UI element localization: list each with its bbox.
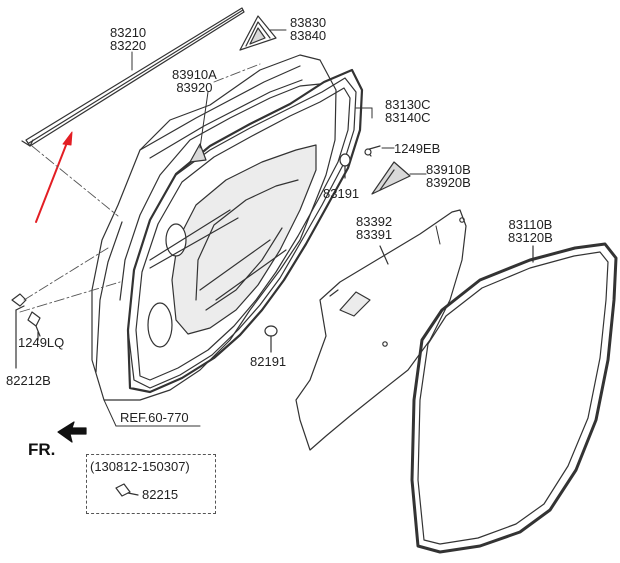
plug-part xyxy=(264,325,278,353)
box-part-icon xyxy=(115,483,139,497)
leader-lines xyxy=(103,29,441,427)
label-line: 83110B xyxy=(508,217,553,232)
label-line: 83120B xyxy=(508,230,553,245)
label-line: 83130C xyxy=(385,97,431,112)
label-trim-cover: 83392 83391 xyxy=(356,215,392,241)
door-frame-seal xyxy=(126,68,364,394)
label-box-part: 82215 xyxy=(142,487,179,502)
trim-cover-part xyxy=(295,209,467,451)
label-line: 83220 xyxy=(110,38,147,53)
label-plug: 82191 xyxy=(250,354,287,369)
label-line: 83910B xyxy=(426,162,471,177)
label-line: 83210 xyxy=(110,25,147,40)
guide-lines xyxy=(19,63,261,313)
label-line: 83392 xyxy=(356,214,393,229)
label-bolt-left: 1249LQ xyxy=(18,335,65,350)
screw-part xyxy=(364,145,381,157)
front-label: FR. xyxy=(28,440,56,459)
label-clip-center: 83191 xyxy=(323,186,360,201)
label-line: 83920 xyxy=(176,80,213,95)
label-body-seal: 83110B 83120B xyxy=(508,218,553,244)
label-delta-top: 83830 83840 xyxy=(290,16,326,42)
red-arrow-icon xyxy=(35,131,73,223)
label-line: 83840 xyxy=(290,28,327,43)
top-weatherstrip xyxy=(21,7,245,147)
label-screw: 1249EB xyxy=(394,141,441,156)
label-ref: REF.60-770 xyxy=(120,410,189,425)
label-line: 83910A xyxy=(172,67,217,82)
body-seal-part xyxy=(410,242,618,554)
front-arrow-icon xyxy=(57,421,87,443)
label-clip-left: 82212B xyxy=(6,373,51,388)
label-top-weatherstrip: 83210 83220 xyxy=(110,26,146,52)
label-line: 83140C xyxy=(385,110,431,125)
clip-center-part xyxy=(339,153,351,179)
delta-inner-part xyxy=(189,143,207,163)
left-clips xyxy=(11,293,41,369)
label-line: 83391 xyxy=(356,227,393,242)
label-delta-inner: 83910A 83920 xyxy=(172,68,217,94)
label-door-frame-seal: 83130C 83140C xyxy=(385,98,431,124)
label-line: 83920B xyxy=(426,175,471,190)
label-delta-lower: 83910B 83920B xyxy=(426,163,471,189)
date-range-box xyxy=(86,454,216,514)
label-date-range: (130812-150307) xyxy=(90,459,190,474)
delta-lower-part xyxy=(371,161,411,195)
delta-top-part xyxy=(239,15,277,51)
label-line: 83830 xyxy=(290,15,327,30)
door-shell xyxy=(91,54,357,401)
